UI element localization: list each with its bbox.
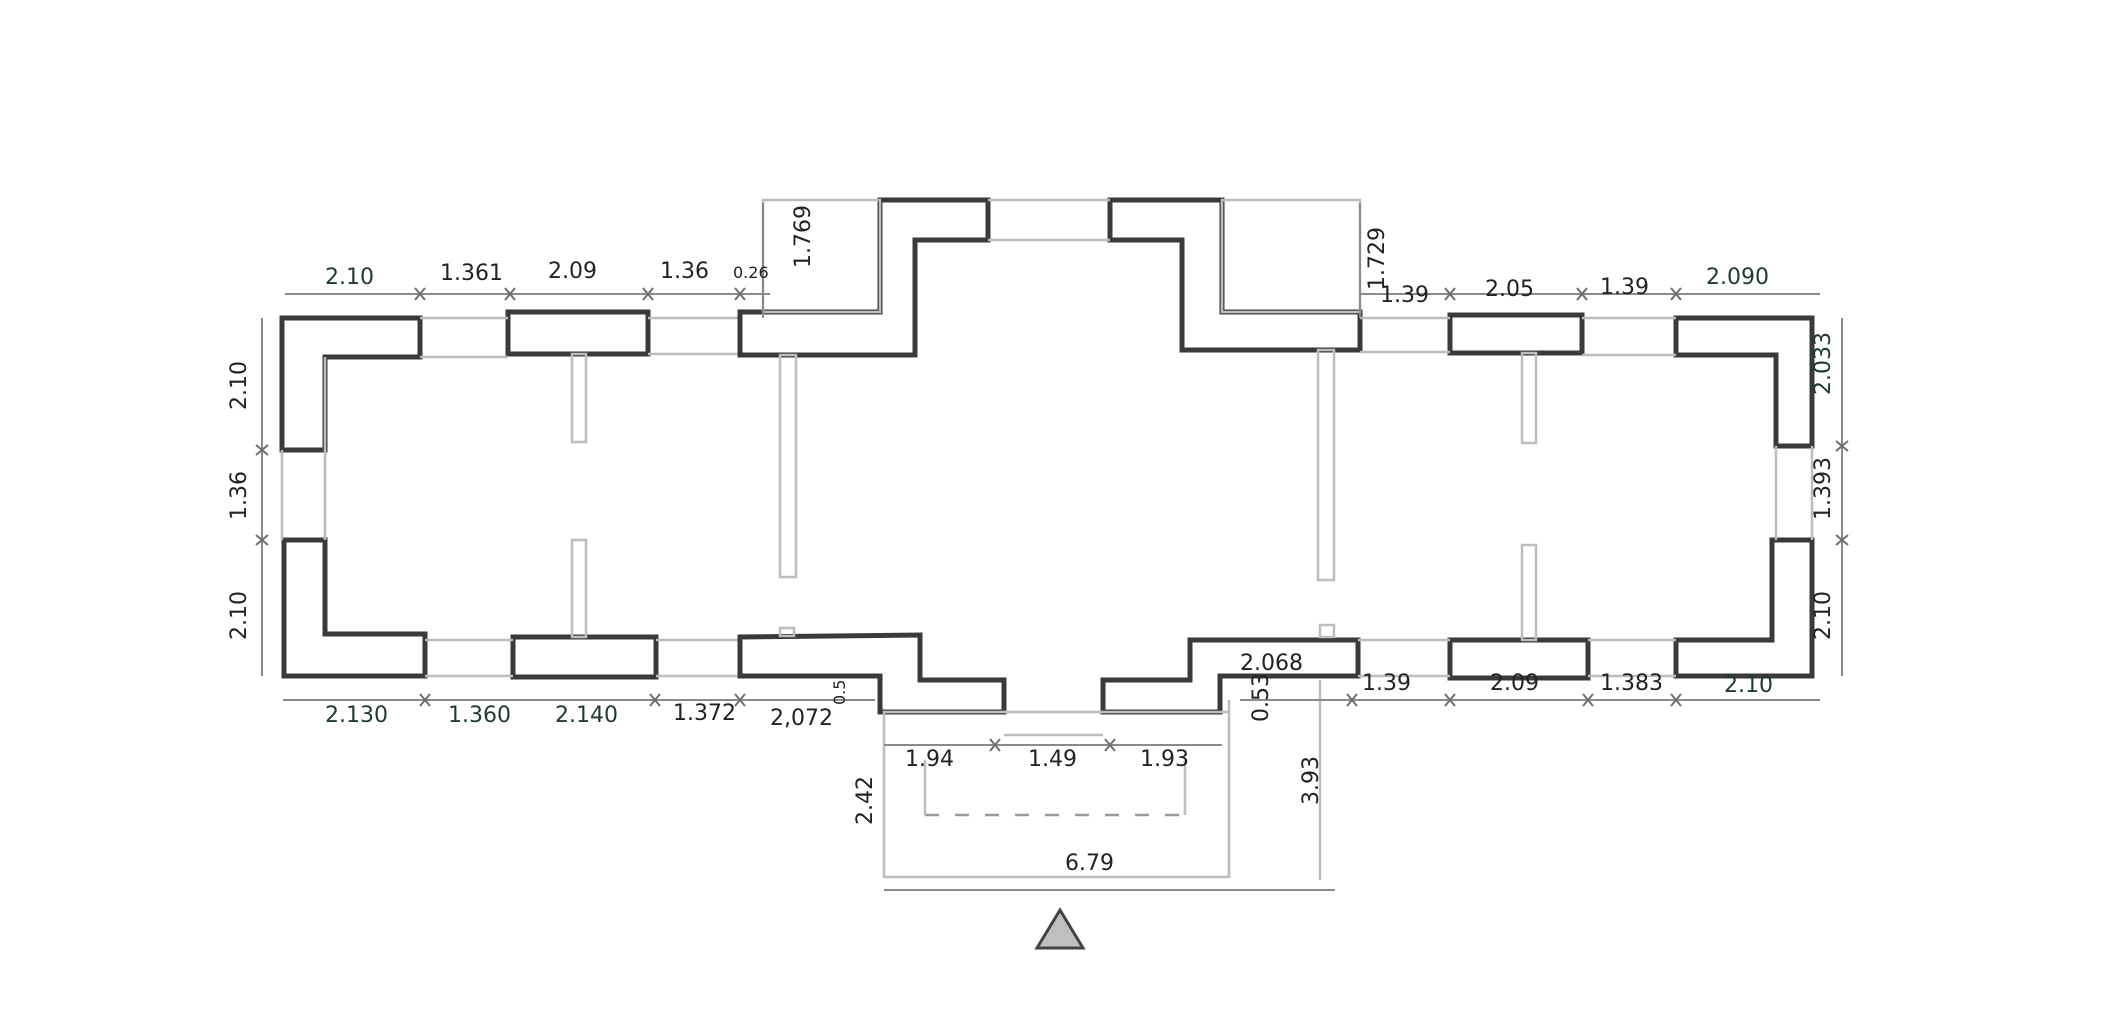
pier-central-right-stub xyxy=(1318,623,1336,639)
dim-center-top-right: 1.729 xyxy=(1365,227,1390,290)
pier-left-top xyxy=(570,352,588,444)
dim-center-top-left: 1.769 xyxy=(791,205,816,268)
dim-top-r2: 2.05 xyxy=(1485,277,1534,302)
dim-top-3: 2.09 xyxy=(548,259,597,284)
dim-top-4: 1.36 xyxy=(660,259,709,284)
dim-top-r3: 1.39 xyxy=(1600,275,1649,300)
dim-bottom-r1: 2.068 xyxy=(1240,651,1303,676)
dimension-ticks xyxy=(255,287,1849,752)
dim-bottom-r3: 1.39 xyxy=(1362,671,1411,696)
dim-portico-1: 1.94 xyxy=(905,747,954,772)
dim-top-5: 0.26 xyxy=(733,263,769,282)
pier-central-left-stub xyxy=(778,626,796,638)
dim-bottom-r6: 2.10 xyxy=(1724,673,1773,698)
wall-block-bottom-left-1 xyxy=(510,634,659,680)
dim-bottom-2: 1.360 xyxy=(448,703,511,728)
dim-bottom-5: 2,072 xyxy=(770,706,833,731)
dim-top-1: 2.10 xyxy=(325,265,374,290)
dim-portico-width: 6.79 xyxy=(1065,851,1114,876)
wall-corner-top-left xyxy=(279,315,423,453)
dim-bottom-3: 2.140 xyxy=(555,703,618,728)
wall-corner-top-right xyxy=(1673,315,1815,449)
dim-bottom-4: 1.372 xyxy=(673,701,736,726)
dim-left-2: 1.36 xyxy=(227,471,252,520)
pier-central-right xyxy=(1316,348,1336,582)
wall-corner-bottom-right xyxy=(1673,537,1815,679)
wall-block-top-left-1 xyxy=(505,309,651,357)
portico-outline xyxy=(882,710,1231,879)
pier-right-bottom xyxy=(1520,543,1538,642)
wall-central-top-right xyxy=(1107,197,1363,353)
dim-bottom-r5: 1.383 xyxy=(1600,671,1663,696)
central-top-left-room xyxy=(761,198,882,314)
wall-block-top-right-1 xyxy=(1447,312,1585,356)
central-top-right-room xyxy=(1220,198,1362,314)
dim-right-2: 1.393 xyxy=(1811,457,1836,520)
dim-right-1: 2.033 xyxy=(1811,332,1836,395)
dim-bottom-1: 2.130 xyxy=(325,703,388,728)
pier-left-bottom xyxy=(570,538,588,639)
dim-bottom-6: 0.5 xyxy=(830,680,849,705)
dim-bottom-r2: 0.53 xyxy=(1249,673,1274,722)
dim-top-r4: 2.090 xyxy=(1706,265,1769,290)
dim-right-3: 2.10 xyxy=(1811,591,1836,640)
pier-right-top xyxy=(1520,351,1538,445)
dim-bottom-r4: 2.09 xyxy=(1490,671,1539,696)
dim-top-r1: 1.39 xyxy=(1380,283,1429,308)
dim-left-3: 2.10 xyxy=(227,591,252,640)
dim-portico-3: 1.93 xyxy=(1140,747,1189,772)
wall-block-bottom-right-1 xyxy=(1447,637,1591,681)
wall-corner-bottom-left xyxy=(281,537,428,679)
dim-left-1: 2.10 xyxy=(227,361,252,410)
dim-top-2: 1.361 xyxy=(440,261,503,286)
dim-portico-2: 1.49 xyxy=(1028,747,1077,772)
dim-portico-depth-left: 2.42 xyxy=(853,776,878,825)
pier-central-left xyxy=(778,353,798,579)
wall-central-top-left xyxy=(737,197,991,358)
entrance-arrow-icon xyxy=(1034,907,1086,950)
dim-portico-depth-right: 3.93 xyxy=(1299,756,1324,805)
